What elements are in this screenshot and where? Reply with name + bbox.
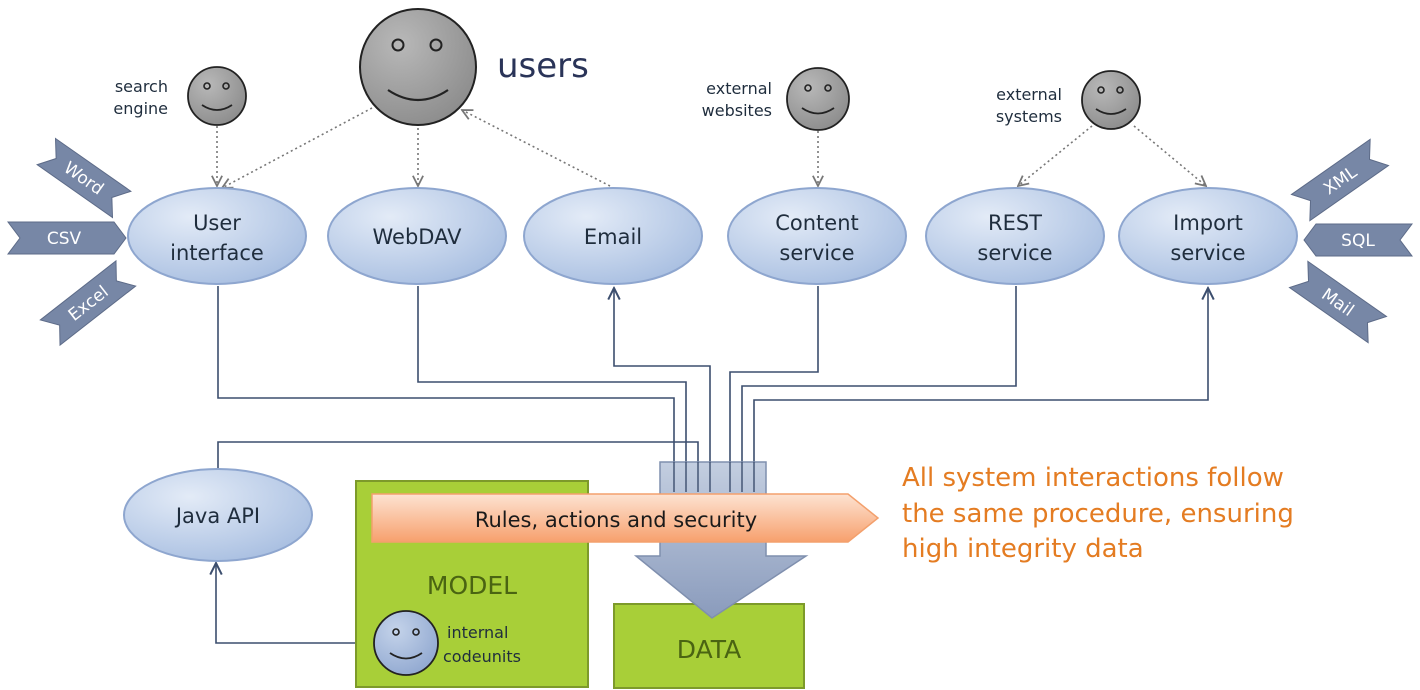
- actor-label: codeunits: [443, 647, 521, 666]
- smiley-icon: [359, 8, 477, 126]
- actor-label: systems: [996, 107, 1062, 126]
- format-label: CSV: [47, 229, 82, 249]
- rules-bar-label: Rules, actions and security: [475, 508, 757, 532]
- connector-webdav: [417, 286, 687, 462]
- actor-internal-codeunits: internal codeunits: [373, 610, 521, 676]
- smiley-icon: [187, 66, 247, 126]
- service-label: WebDAV: [373, 225, 463, 249]
- service-rest: REST service: [925, 187, 1105, 285]
- service-webdav: WebDAV: [327, 187, 507, 285]
- connector-internal-java: [216, 563, 372, 644]
- format-tag-excel: Excel: [39, 259, 137, 347]
- service-user-interface: User interface: [127, 187, 307, 285]
- actor-external-websites: external websites: [702, 67, 850, 131]
- service-label: Email: [584, 225, 642, 249]
- data-box: DATA: [613, 603, 805, 689]
- service-label: Java API: [174, 504, 260, 528]
- smiley-icon: [1081, 70, 1141, 130]
- service-label: User: [193, 211, 241, 235]
- connector-java: [217, 441, 699, 470]
- actor-links: [217, 107, 1206, 188]
- service-java-api: Java API: [123, 468, 313, 562]
- service-email: Email: [523, 187, 703, 285]
- service-label: service: [1170, 241, 1245, 265]
- model-label: MODEL: [427, 571, 517, 600]
- service-content: Content service: [727, 187, 907, 285]
- service-label: Import: [1173, 211, 1243, 235]
- rules-bar: Rules, actions and security: [371, 493, 880, 543]
- link-users-ui: [222, 107, 373, 188]
- actor-users: users: [359, 8, 589, 126]
- note-line-2: the same procedure, ensuring: [902, 499, 1294, 529]
- format-tag-csv: CSV: [7, 221, 127, 255]
- note-line-1: All system interactions follow: [902, 463, 1284, 493]
- actor-external-systems: external systems: [996, 70, 1141, 130]
- service-label: Content: [775, 211, 859, 235]
- actor-label: external: [706, 79, 772, 98]
- format-label: SQL: [1341, 231, 1375, 251]
- service-import: Import service: [1118, 187, 1298, 285]
- service-label: service: [779, 241, 854, 265]
- format-tag-xml: XML: [1290, 138, 1390, 222]
- actor-label: search: [115, 77, 168, 96]
- connector-content: [729, 286, 819, 462]
- format-tag-sql: SQL: [1303, 223, 1413, 257]
- actor-label: internal: [447, 623, 508, 642]
- integrity-note: All system interactions follow the same …: [902, 463, 1294, 564]
- connector-rest: [741, 286, 1017, 462]
- smiley-icon: [786, 67, 850, 131]
- connector-email: [614, 288, 711, 462]
- link-email-users: [462, 110, 611, 187]
- actor-label: external: [996, 85, 1062, 104]
- actor-label: engine: [113, 99, 168, 118]
- connector-ui: [217, 286, 675, 462]
- actor-search-engine: search engine: [113, 66, 247, 126]
- actor-label: websites: [702, 101, 772, 120]
- service-label: service: [977, 241, 1052, 265]
- link-systems-import: [1133, 125, 1206, 186]
- users-label: users: [497, 46, 589, 86]
- note-line-3: high integrity data: [902, 534, 1144, 564]
- connector-import: [753, 288, 1208, 462]
- smiley-icon: [373, 610, 439, 676]
- service-label: REST: [988, 211, 1042, 235]
- format-tag-mail: Mail: [1288, 260, 1388, 344]
- service-connectors: [216, 286, 1208, 644]
- format-tag-word: Word: [36, 137, 132, 219]
- link-systems-rest: [1018, 125, 1093, 186]
- data-label: DATA: [677, 635, 741, 664]
- service-label: interface: [170, 241, 264, 265]
